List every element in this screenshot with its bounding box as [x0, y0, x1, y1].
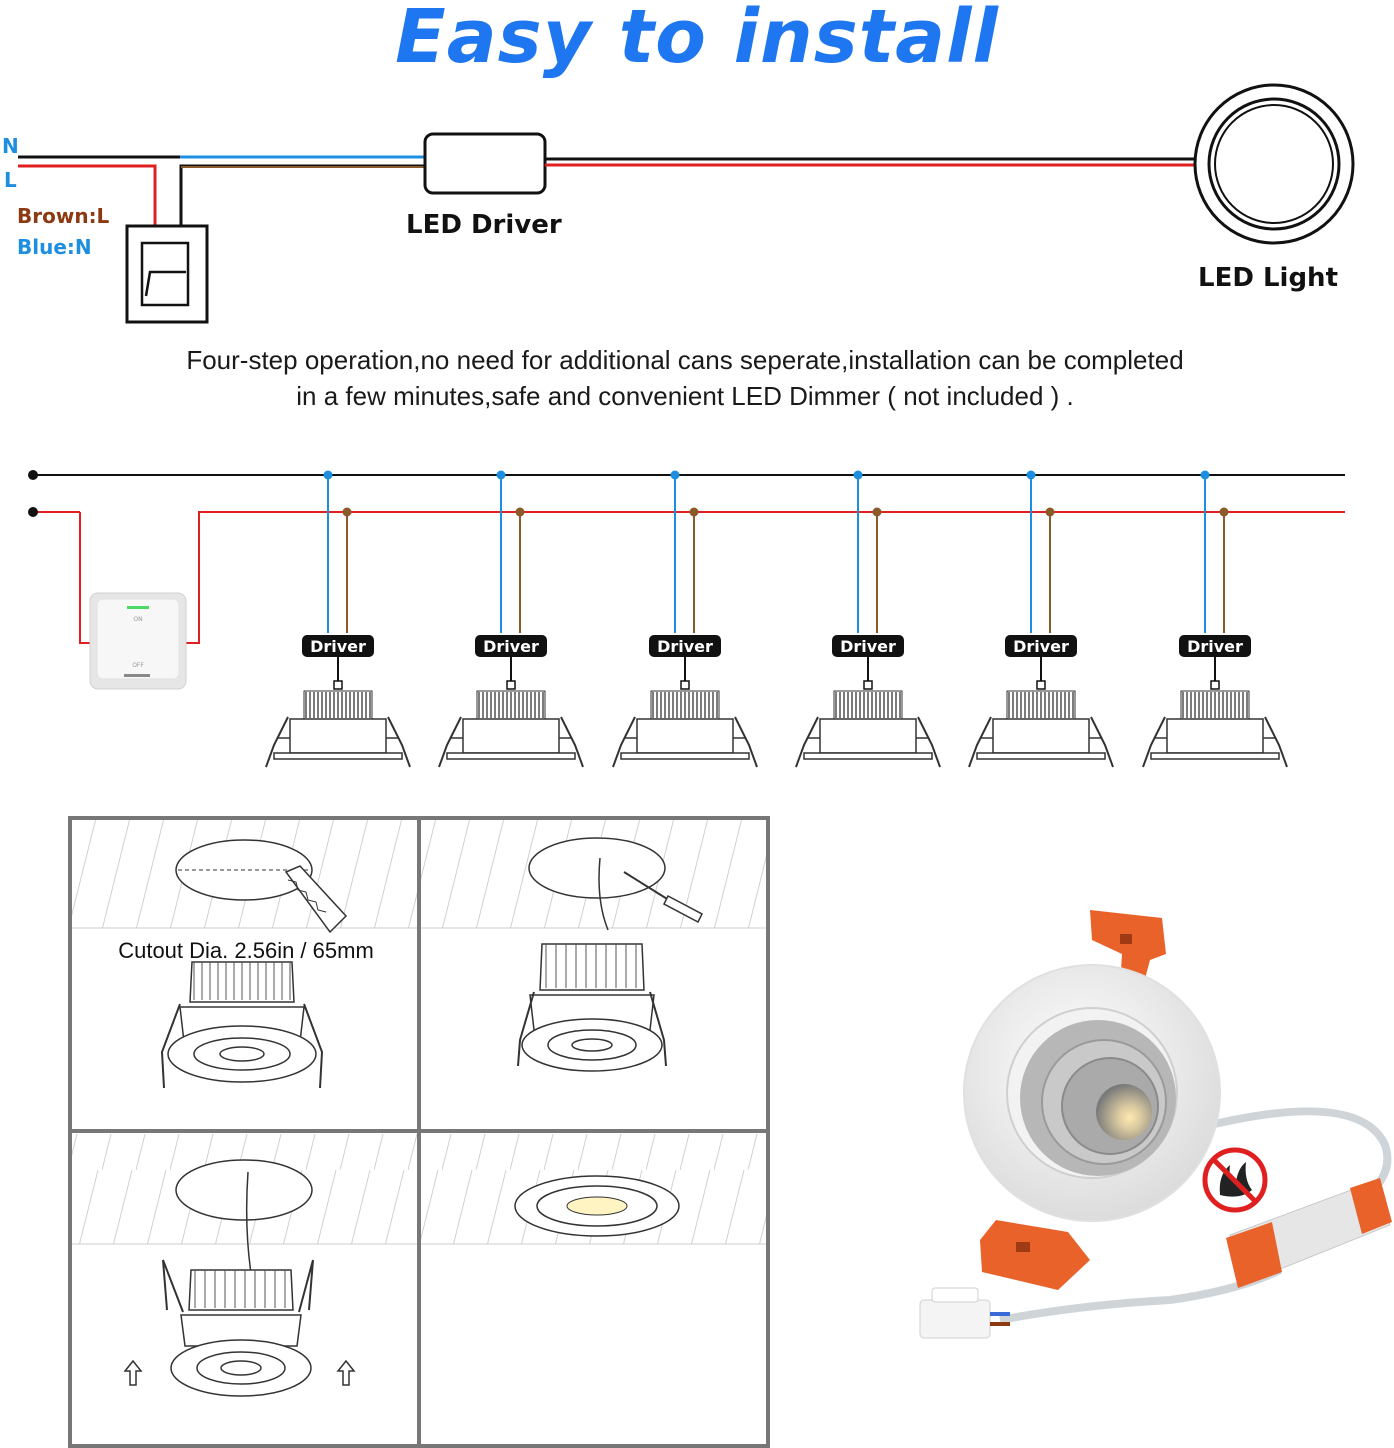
- driver-box: [302, 635, 374, 657]
- step-1-cut-hole: [175, 839, 348, 934]
- downlight-fixture: [795, 690, 941, 768]
- led-driver-box: [423, 132, 547, 195]
- driver-unit: Driver: [265, 470, 411, 768]
- page-title: Easy to install: [395, 0, 999, 80]
- switch-off-text: OFF: [132, 662, 144, 669]
- up-arrow-icon: [336, 1359, 356, 1386]
- cutout-diameter-text: Cutout Dia. 2.56in / 65mm: [118, 938, 374, 963]
- downlight-fixture: [265, 690, 411, 768]
- downlight-fixture: [1142, 690, 1288, 768]
- driver-label: Driver: [840, 637, 896, 656]
- driver-unit: Driver: [438, 470, 584, 768]
- driver-box: [832, 635, 904, 657]
- dimmer-switch: ON OFF: [89, 592, 187, 690]
- downlight-fixture: [612, 690, 758, 768]
- description-line-1: Four-step operation,no need for addition…: [186, 345, 1184, 375]
- description-line-2: in a few minutes,safe and convenient LED…: [296, 381, 1074, 411]
- driver-unit: Driver: [968, 470, 1114, 768]
- neutral-label: N: [2, 134, 19, 158]
- brown-wire-label: Brown:L: [17, 204, 110, 228]
- driver-label: Driver: [1013, 637, 1069, 656]
- product-photo: [919, 910, 1392, 1339]
- cob-led-chip: [1096, 1084, 1152, 1140]
- wiring-diagram: [18, 83, 1355, 324]
- led-driver-label: LED Driver: [406, 210, 562, 240]
- blue-wire-label: Blue:N: [17, 235, 92, 259]
- step-3-push-in: [175, 1159, 313, 1281]
- terminal-block: [919, 1287, 1010, 1339]
- downlight-fixture: [438, 690, 584, 768]
- led-light-label: LED Light: [1198, 263, 1338, 293]
- step-4-installed: [514, 1175, 680, 1237]
- spring-clip-bottom: [980, 1220, 1090, 1290]
- installation-steps: [68, 816, 770, 1448]
- no-fire-icon: [1202, 1147, 1268, 1213]
- driver-unit: Driver: [795, 470, 941, 768]
- driver-unit: Driver: [612, 470, 758, 768]
- led-driver-box-photo: [1226, 1178, 1392, 1288]
- driver-label: Driver: [1187, 637, 1243, 656]
- driver-unit: Driver: [1142, 470, 1288, 768]
- live-label: L: [4, 168, 17, 192]
- step-3-fixture: [162, 1259, 314, 1397]
- driver-label: Driver: [483, 637, 539, 656]
- step-2-fixture: [517, 943, 667, 1072]
- driver-box: [1005, 635, 1077, 657]
- driver-label: Driver: [310, 637, 366, 656]
- up-arrow-icon: [123, 1359, 143, 1386]
- driver-box: [649, 635, 721, 657]
- led-light-icon: [1193, 83, 1355, 245]
- driver-box: [1179, 635, 1251, 657]
- driver-label: Driver: [657, 637, 713, 656]
- step-2-connect-wires: [528, 837, 703, 931]
- description: Four-step operation,no need for addition…: [0, 342, 1370, 414]
- spring-clip-top: [1090, 910, 1166, 990]
- step-1-fixture: [160, 961, 324, 1089]
- driver-box: [475, 635, 547, 657]
- downlight-fixture: [968, 690, 1114, 768]
- parallel-wiring-diagram: ON OFF Driver Driver Driver Driver Driver Dri…: [28, 470, 1345, 768]
- switch-on-text: ON: [133, 616, 142, 623]
